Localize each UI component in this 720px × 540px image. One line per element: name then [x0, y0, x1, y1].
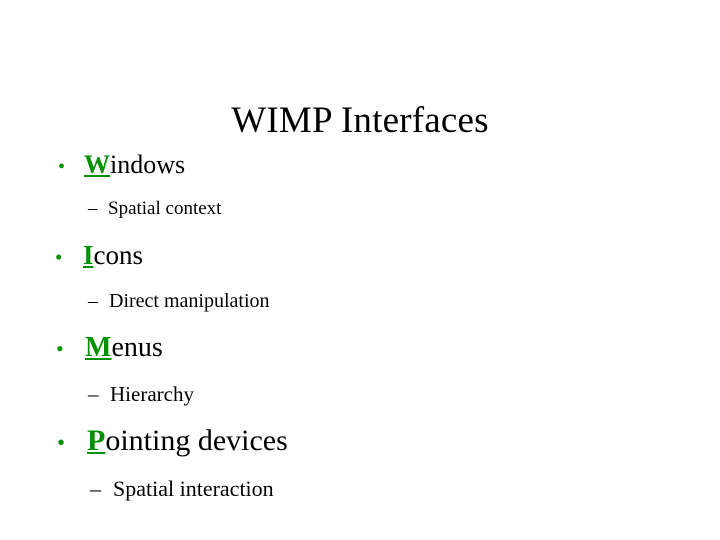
list-item-label: Icons [83, 240, 143, 271]
list-item: • Icons [0, 240, 720, 273]
list-item-label: Windows [84, 150, 185, 180]
bullet-dot-icon: • [57, 430, 66, 455]
sub-list-item-label: Spatial context [108, 198, 222, 219]
bullet-group: • Menus –Hierarchy [0, 332, 720, 407]
dash-marker-icon: – [88, 290, 98, 312]
dash-marker-icon: – [90, 476, 101, 501]
list-item-initial: M [85, 332, 112, 363]
list-item: • Windows [0, 150, 720, 182]
dash-marker-icon: – [88, 198, 98, 219]
list-item-rest: cons [93, 240, 144, 270]
dash-marker-icon: – [88, 382, 99, 406]
list-item: • Pointing devices [0, 424, 720, 460]
page-title: WIMP Interfaces [231, 99, 489, 141]
list-item-label: Pointing devices [87, 424, 288, 458]
bullet-group: • Windows –Spatial context [0, 150, 720, 221]
sub-list-item-label: Spatial interaction [113, 476, 274, 501]
list-item-initial: W [84, 150, 110, 179]
bullet-list: •Windows –Spatial context •Icons –Direct… [0, 150, 720, 502]
bullet-dot-icon: • [56, 336, 64, 361]
sub-list-item: –Spatial interaction [0, 475, 720, 502]
bullet-group: • Icons –Direct manipulation [0, 240, 720, 314]
list-item-rest: ointing devices [105, 424, 288, 457]
list-item-label: Menus [85, 332, 163, 364]
list-item-rest: indows [110, 150, 186, 179]
sub-list-item-label: Hierarchy [110, 382, 194, 406]
list-item-rest: enus [111, 332, 163, 363]
bullet-dot-icon: • [58, 156, 66, 178]
sub-list-item: –Hierarchy [0, 381, 720, 407]
list-item: • Menus [0, 332, 720, 365]
sub-list-item: –Spatial context [0, 197, 720, 221]
sub-list-item: –Direct manipulation [0, 289, 720, 314]
list-item-initial: I [83, 240, 94, 270]
bullet-dot-icon: • [55, 245, 63, 269]
sub-list-item-label: Direct manipulation [109, 290, 270, 312]
bullet-group: • Pointing devices –Spatial interaction [0, 424, 720, 502]
list-item-initial: P [87, 424, 106, 457]
